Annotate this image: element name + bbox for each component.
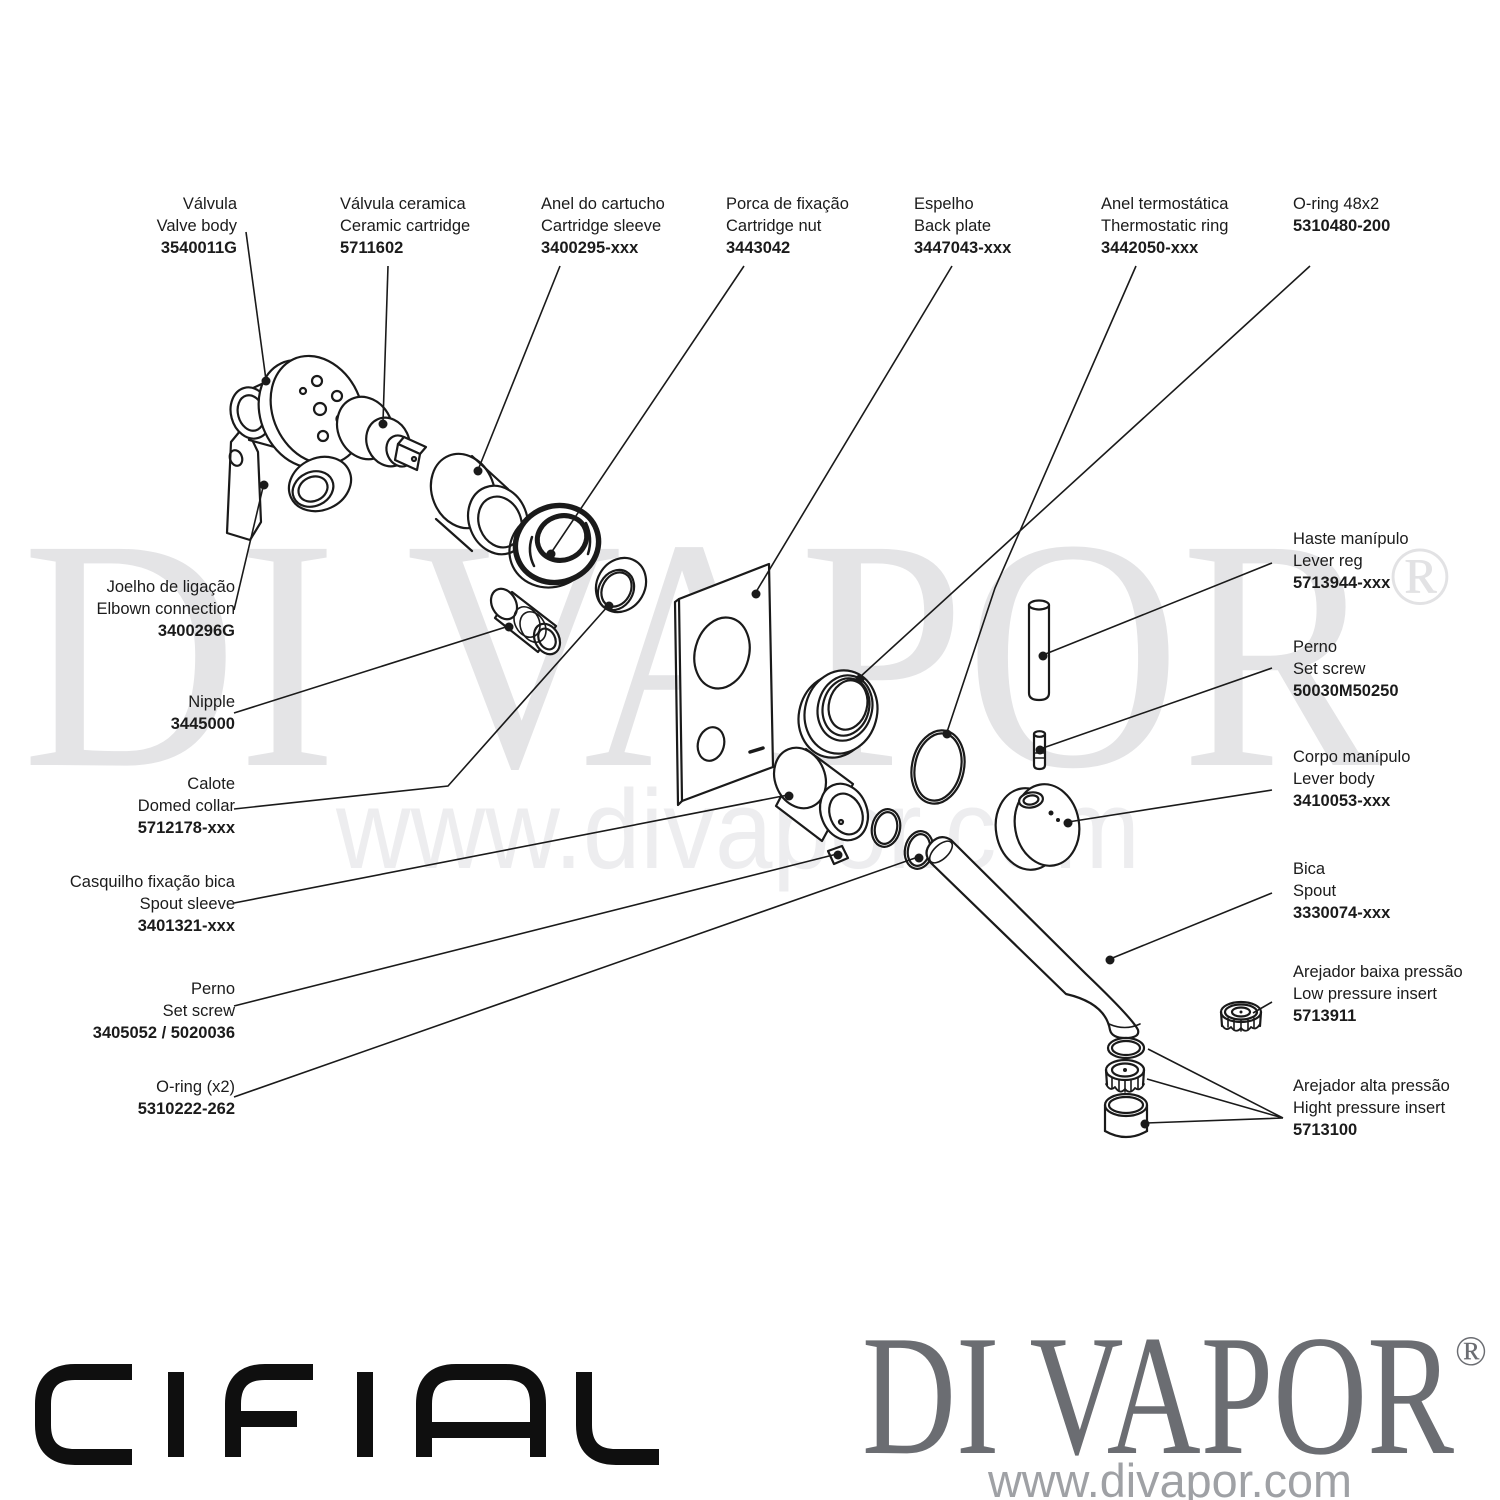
spout-drawing [925,836,1141,1040]
label-lever-reg: Haste manípulo Lever reg 5713944-xxx [1293,530,1409,592]
label-low-pressure-insert: Arejador baixa pressão Low pressure inse… [1293,963,1463,1025]
label-oring-48x2: O-ring 48x2 5310480-200 [1293,195,1391,235]
high-pressure-insert-drawing [1104,1058,1146,1093]
lever-body-drawing [994,783,1081,871]
low-pressure-insert-drawing [1219,1000,1263,1032]
oring-x2-drawing [870,808,935,870]
watermark-registered-icon: ® [1388,530,1452,623]
lever-reg-drawing [1027,599,1051,702]
aerator-oring-drawing [1106,1036,1146,1060]
cifial-logo [35,1364,659,1465]
label-set-screw-left: Perno Set screw 3405052 / 5020036 [92,980,235,1042]
label-oring-x2: O-ring (x2) 5310222-262 [137,1078,235,1118]
label-thermostatic-ring: Anel termostática Thermostatic ring 3442… [1101,195,1229,257]
label-set-screw-right: Perno Set screw 50030M50250 [1293,638,1399,700]
thermostatic-ring-drawing [797,669,879,759]
label-valve-body: Válvula Valve body 3540011G [156,195,237,257]
label-back-plate: Espelho Back plate 3447043-xxx [914,195,1012,257]
divapor-logo: DI VAPOR ® www.divapor.com [862,1325,1487,1500]
label-spout-sleeve: Casquilho fixação bica Spout sleeve 3401… [69,873,235,935]
label-nipple: Nipple 3445000 [170,693,235,733]
label-high-pressure-insert: Arejador alta pressão Hight pressure ins… [1293,1077,1450,1139]
domed-collar-drawing [594,556,648,614]
back-plate-drawing [673,562,775,807]
label-ceramic-cartridge: Válvula ceramica Ceramic cartridge 57116… [340,195,471,257]
label-cartridge-sleeve: Anel do cartucho Cartridge sleeve 340029… [541,195,665,257]
aerator-cup-drawing [1103,1092,1149,1139]
leader-dots [259,376,1150,1129]
divapor-registered-icon: ® [1455,1329,1487,1375]
ceramic-cartridge-drawing [335,395,428,472]
nipple-drawing [489,587,562,656]
divapor-url: www.divapor.com [987,1454,1352,1500]
label-spout: Bica Spout 3330074-xxx [1293,860,1391,922]
label-elbow-connection: Joelho de ligação Elbown connection 3400… [96,578,235,640]
label-domed-collar: Calote Domed collar 5712178-xxx [137,775,235,837]
label-lever-body: Corpo manípulo Lever body 3410053-xxx [1293,748,1411,810]
leader-lines [233,231,1311,1124]
label-cartridge-nut: Porca de fixação Cartridge nut 3443042 [726,195,849,257]
divapor-logo-text: DI VAPOR [862,1325,1454,1491]
